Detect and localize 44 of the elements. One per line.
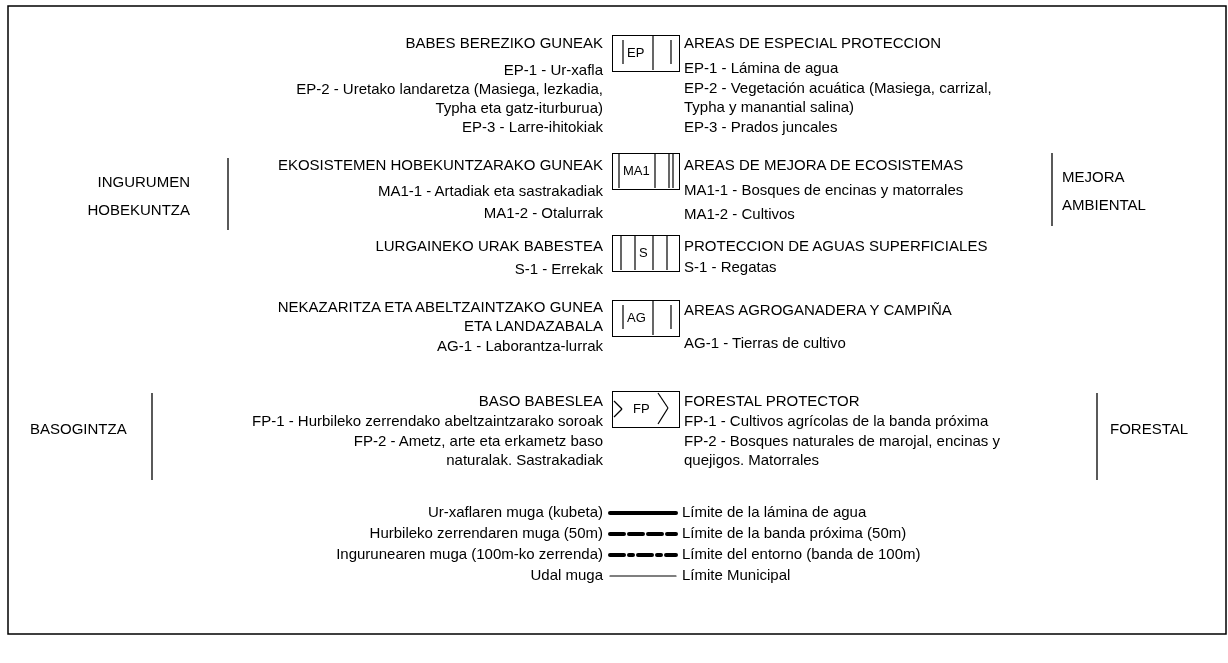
group-heading: FORESTAL xyxy=(1110,419,1190,438)
group-heading: INGURUMEN HOBEKUNTZA xyxy=(86,172,190,220)
symbol-code: FP xyxy=(633,401,650,416)
category-item: MA1-1 - Artadiak eta sastrakadiak xyxy=(376,181,603,200)
category-heading: PROTECCION DE AGUAS SUPERFICIALES xyxy=(684,236,989,255)
legend-text: Límite Municipal xyxy=(682,565,792,584)
symbol-code: AG xyxy=(627,310,646,325)
category-heading: FORESTAL PROTECTOR xyxy=(684,391,861,410)
group-heading: MEJORA AMBIENTAL xyxy=(1062,167,1147,215)
legend-text: Límite de la lámina de agua xyxy=(682,502,868,521)
symbol-code: MA1 xyxy=(623,163,650,178)
category-item: EP-2 - Vegetación acuática (Masiega, carrizal, Typha y manantial salina) xyxy=(684,78,993,116)
group-heading: BASOGINTZA xyxy=(30,419,128,438)
category-heading: BABES BEREZIKO GUNEAK xyxy=(404,33,603,52)
category-heading: AREAS DE ESPECIAL PROTECCION xyxy=(684,33,942,52)
legend-text: Hurbileko zerrendaren muga (50m) xyxy=(368,523,603,542)
category-heading: BASO BABESLEA xyxy=(477,391,603,410)
category-item: FP-1 - Hurbileko zerrendako abeltzaintzarako soroak xyxy=(251,411,603,430)
legend-text: Ur-xaflaren muga (kubeta) xyxy=(426,502,603,521)
category-heading: LURGAINEKO URAK BABESTEA xyxy=(374,236,603,255)
category-heading: AREAS DE MEJORA DE ECOSISTEMAS xyxy=(684,155,965,174)
symbol-code: S xyxy=(639,245,648,260)
category-item: EP-2 - Uretako landaretza (Masiega, lezkadia, Typha eta gatz-iturburua) xyxy=(295,79,603,117)
category-item: FP-2 - Bosques naturales de marojal, encinas y quejigos. Matorrales xyxy=(684,431,1001,469)
category-item: AG-1 - Tierras de cultivo xyxy=(684,333,847,352)
category-item: FP-1 - Cultivos agrícolas de la banda próxima xyxy=(684,411,990,430)
category-item: MA1-2 - Cultivos xyxy=(684,204,796,223)
category-item: EP-3 - Larre-ihitokiak xyxy=(461,117,603,136)
legend-text: Límite de la banda próxima (50m) xyxy=(682,523,908,542)
category-item: AG-1 - Laborantza-lurrak xyxy=(436,336,603,355)
symbol-code: EP xyxy=(627,45,645,60)
category-heading: AREAS AGROGANADERA Y CAMPIÑA xyxy=(684,300,953,319)
legend-text: Límite del entorno (banda de 100m) xyxy=(682,544,922,563)
category-item: S-1 - Errekak xyxy=(513,259,603,278)
category-item: EP-3 - Prados juncales xyxy=(684,117,839,136)
category-item: S-1 - Regatas xyxy=(684,257,778,276)
legend-text: Udal muga xyxy=(529,565,603,584)
category-item: EP-1 - Lámina de agua xyxy=(684,58,840,77)
category-item: FP-2 - Ametz, arte eta erkametz baso naturalak. Sastrakadiak xyxy=(352,431,603,469)
category-item: MA1-1 - Bosques de encinas y matorrales xyxy=(684,180,965,199)
category-heading: NEKAZARITZA ETA ABELTZAINTZAKO GUNEA ETA LANDAZABALA xyxy=(276,297,603,335)
legend-text: Ingurunearen muga (100m-ko zerrenda) xyxy=(335,544,603,563)
category-item: EP-1 - Ur-xafla xyxy=(502,60,603,79)
category-heading: EKOSISTEMEN HOBEKUNTZARAKO GUNEAK xyxy=(276,155,603,174)
